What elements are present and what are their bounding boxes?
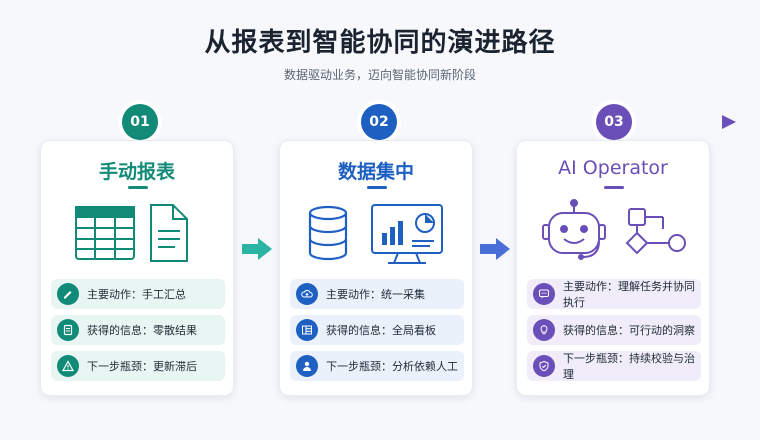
- dashboard-monitor-icon: [371, 204, 443, 264]
- stage-3-row-info: 获得的信息：可行动的洞察: [527, 315, 701, 345]
- stage-1-badge: 01: [122, 104, 158, 140]
- stage-1-row-info-text: 获得的信息：零散结果: [87, 324, 197, 337]
- stage-2-row-action-text: 主要动作：统一采集: [326, 288, 425, 301]
- stage-3-row-action: 主要动作：理解任务并协同执行: [527, 279, 701, 309]
- stage-1-row-action: 主要动作：手工汇总: [51, 279, 225, 309]
- stage-2-row-bottleneck-text: 下一步瓶颈：分析依赖人工: [326, 360, 458, 373]
- stage-2-row-action: 主要动作：统一采集: [290, 279, 464, 309]
- document-list-icon: [57, 319, 79, 341]
- cloud-upload-icon: [296, 283, 318, 305]
- stage-1-row-bottleneck-text: 下一步瓶颈：更新滞后: [87, 360, 197, 373]
- stage-1-row-action-text: 主要动作：手工汇总: [87, 288, 186, 301]
- stage-2-badge: 02: [361, 104, 397, 140]
- stage-1-title-underline: [128, 186, 148, 189]
- person-icon: [296, 355, 318, 377]
- grid-board-icon: [296, 319, 318, 341]
- stage-2-illustration: [308, 204, 443, 264]
- stage-1-illustration: [75, 204, 188, 262]
- spreadsheet-icon: [75, 206, 135, 260]
- stage-1-title: 手动报表: [98, 161, 175, 183]
- hand-pen-icon: [57, 283, 79, 305]
- stage-arrow-1-icon: [242, 238, 272, 260]
- warning-icon: [57, 355, 79, 377]
- stage-card-manual-report: 手动报表 主要动作：手工汇总: [40, 140, 234, 396]
- stage-3-row-bottleneck-text: 下一步瓶颈：持续校验与治理: [563, 352, 695, 381]
- stage-3-title: AI Operator: [558, 157, 668, 179]
- stage-2-row-info-text: 获得的信息：全局看板: [326, 324, 436, 337]
- chat-icon: [533, 283, 555, 305]
- stage-3-title-underline: [604, 186, 624, 189]
- stage-2-title: 数据集中: [337, 161, 414, 183]
- stage-2-row-info: 获得的信息：全局看板: [290, 315, 464, 345]
- document-icon: [150, 204, 188, 262]
- page-title: 从报表到智能协同的演进路径: [204, 28, 556, 58]
- stage-3-badge: 03: [596, 104, 632, 140]
- workflow-icon: [625, 208, 686, 255]
- page-subtitle: 数据驱动业务，迈向智能协同新阶段: [283, 68, 476, 82]
- stage-arrow-2-icon: [480, 238, 510, 260]
- stage-1-row-bottleneck: 下一步瓶颈：更新滞后: [51, 351, 225, 381]
- stage-3-illustration: [542, 199, 686, 260]
- lightbulb-icon: [533, 319, 555, 341]
- stage-2-title-underline: [367, 186, 387, 189]
- stage-card-data-centralization: 数据集中: [279, 140, 473, 396]
- stage-3-row-info-text: 获得的信息：可行动的洞察: [563, 324, 695, 337]
- robot-icon: [542, 199, 606, 260]
- stage-1-row-info: 获得的信息：零散结果: [51, 315, 225, 345]
- stage-2-row-bottleneck: 下一步瓶颈：分析依赖人工: [290, 351, 464, 381]
- database-icon: [308, 205, 348, 261]
- stage-3-row-action-text: 主要动作：理解任务并协同执行: [563, 280, 695, 309]
- timeline-arrowhead-icon: [722, 115, 736, 129]
- stage-card-ai-operator: AI Operator: [516, 140, 710, 396]
- stage-3-row-bottleneck: 下一步瓶颈：持续校验与治理: [527, 351, 701, 381]
- shield-check-icon: [533, 355, 555, 377]
